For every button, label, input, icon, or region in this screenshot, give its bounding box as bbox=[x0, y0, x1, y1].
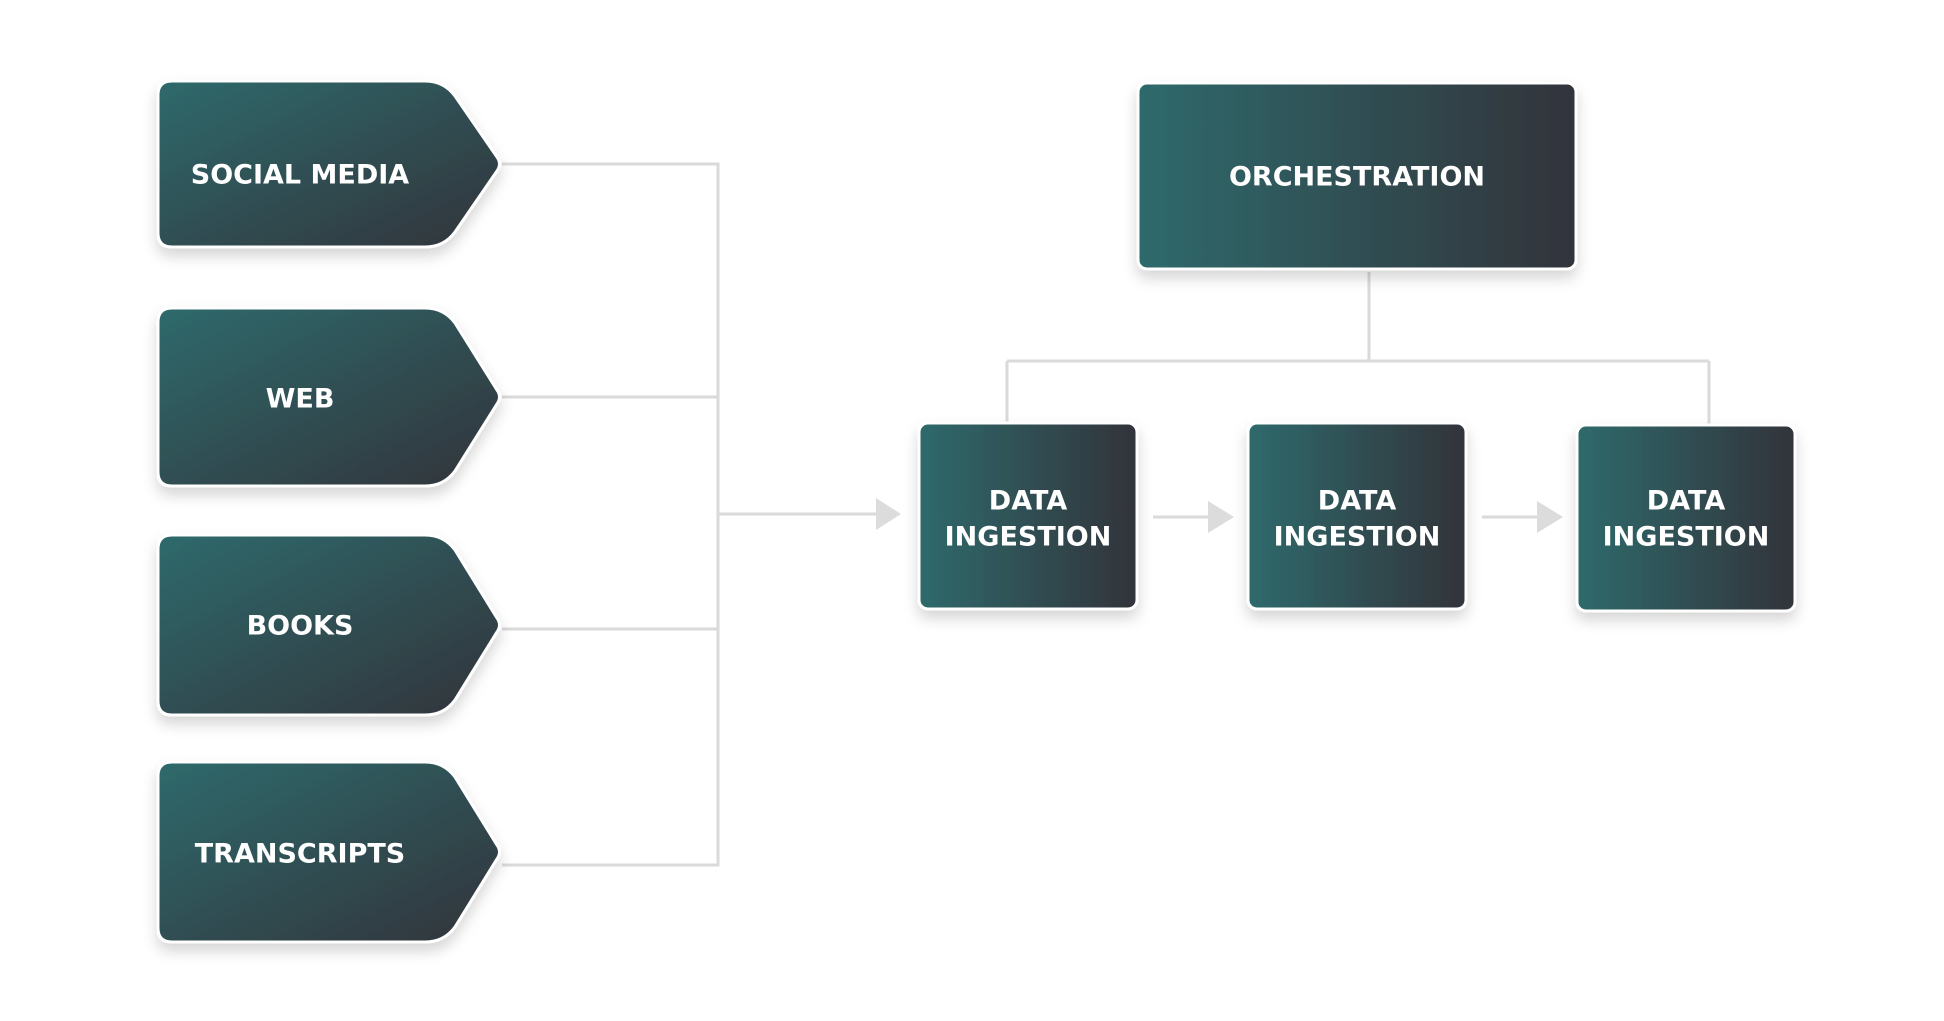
source-web[interactable]: WEB bbox=[156, 306, 501, 488]
connector-orchestration bbox=[1005, 272, 1711, 424]
source-social-media[interactable]: SOCIAL MEDIA bbox=[156, 79, 501, 249]
source-label: WEB bbox=[266, 384, 335, 415]
stage-label-line-2: INGESTION bbox=[1274, 522, 1441, 553]
arrow-to-ingestion-icon bbox=[876, 498, 901, 530]
stage-label-line-1: DATA bbox=[1318, 486, 1397, 517]
ingestion-stage-3[interactable]: DATA INGESTION bbox=[1575, 423, 1797, 613]
stage-label-line-2: INGESTION bbox=[945, 522, 1112, 553]
stage-label-line-1: DATA bbox=[1647, 486, 1726, 517]
arrow-stage-2-3-icon bbox=[1537, 501, 1563, 533]
ingestion-stage-1[interactable]: DATA INGESTION bbox=[917, 421, 1139, 611]
orchestration-box[interactable]: ORCHESTRATION bbox=[1136, 81, 1578, 271]
source-label: BOOKS bbox=[247, 611, 354, 642]
source-books[interactable]: BOOKS bbox=[156, 533, 501, 717]
source-transcripts[interactable]: TRANSCRIPTS bbox=[156, 760, 501, 944]
orchestration-label: ORCHESTRATION bbox=[1229, 162, 1485, 193]
arrow-stage-1-2-icon bbox=[1208, 501, 1234, 533]
ingestion-stage-2[interactable]: DATA INGESTION bbox=[1246, 421, 1468, 611]
connector-bus bbox=[502, 162, 720, 867]
stage-label-line-1: DATA bbox=[989, 486, 1068, 517]
source-label: TRANSCRIPTS bbox=[195, 839, 405, 870]
stage-label-line-2: INGESTION bbox=[1603, 522, 1770, 553]
source-label: SOCIAL MEDIA bbox=[191, 160, 410, 191]
